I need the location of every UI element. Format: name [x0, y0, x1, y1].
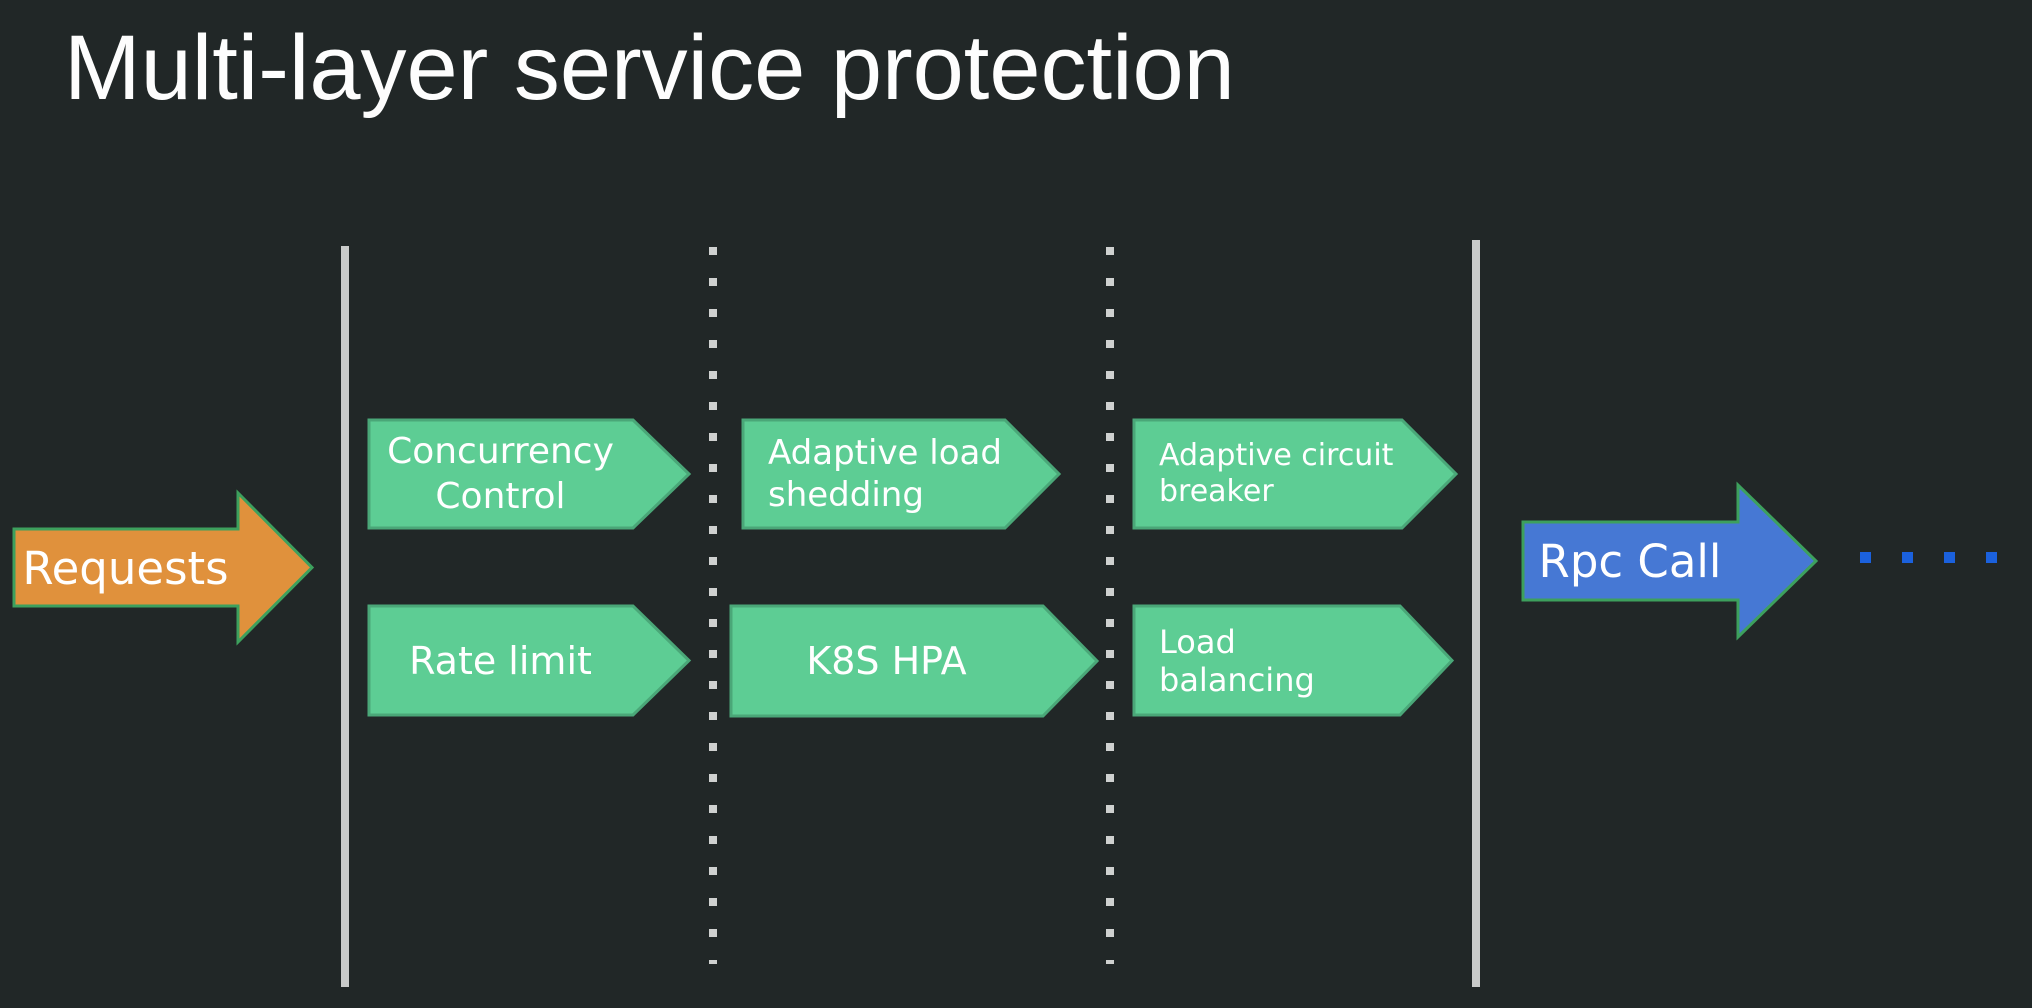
pentagon-arrow-icon [1132, 604, 1455, 717]
right-block-arrow-icon [12, 489, 315, 646]
layer2-bottom-arrow: K8S HPA [729, 604, 1100, 718]
requests-arrow-label: Requests [22, 541, 229, 595]
layer2-top-arrow: Adaptive load shedding [741, 418, 1062, 530]
layer2-bottom-label: K8S HPA [806, 639, 967, 683]
layer3-bottom-arrow: Load balancing [1132, 604, 1455, 717]
layer2-top-label: Adaptive load shedding [768, 432, 1002, 516]
continuation-dot [1944, 552, 1955, 563]
layer1-bottom-arrow: Rate limit [367, 604, 692, 717]
rpc-call-arrow-label: Rpc Call [1538, 534, 1722, 588]
continuation-dot [1860, 552, 1871, 563]
pentagon-arrow-icon [1132, 418, 1459, 530]
layer1-bottom-label: Rate limit [409, 638, 592, 683]
egress-boundary-line [1472, 240, 1480, 987]
layer3-top-arrow: Adaptive circuit breaker [1132, 418, 1459, 530]
pentagon-arrow-icon [741, 418, 1062, 530]
pentagon-arrow-icon [367, 604, 692, 717]
pentagon-arrow-icon [367, 418, 692, 530]
layer-divider-dotted-1 [709, 247, 717, 964]
layer-divider-dotted-2 [1106, 247, 1114, 964]
right-block-arrow-icon [1521, 481, 1819, 641]
layer1-top-label: Concurrency Control [387, 431, 614, 517]
slide-title: Multi-layer service protection [64, 17, 1235, 119]
continuation-dot [1902, 552, 1913, 563]
rpc-call-arrow: Rpc Call [1521, 481, 1819, 641]
continuation-dots [1860, 552, 1997, 563]
layer3-top-label: Adaptive circuit breaker [1159, 438, 1394, 509]
requests-arrow: Requests [12, 489, 315, 646]
pentagon-arrow-icon [729, 604, 1100, 718]
layer3-bottom-label: Load balancing [1159, 622, 1315, 699]
continuation-dot [1986, 552, 1997, 563]
layer1-top-arrow: Concurrency Control [367, 418, 692, 530]
ingress-boundary-line [341, 246, 349, 987]
